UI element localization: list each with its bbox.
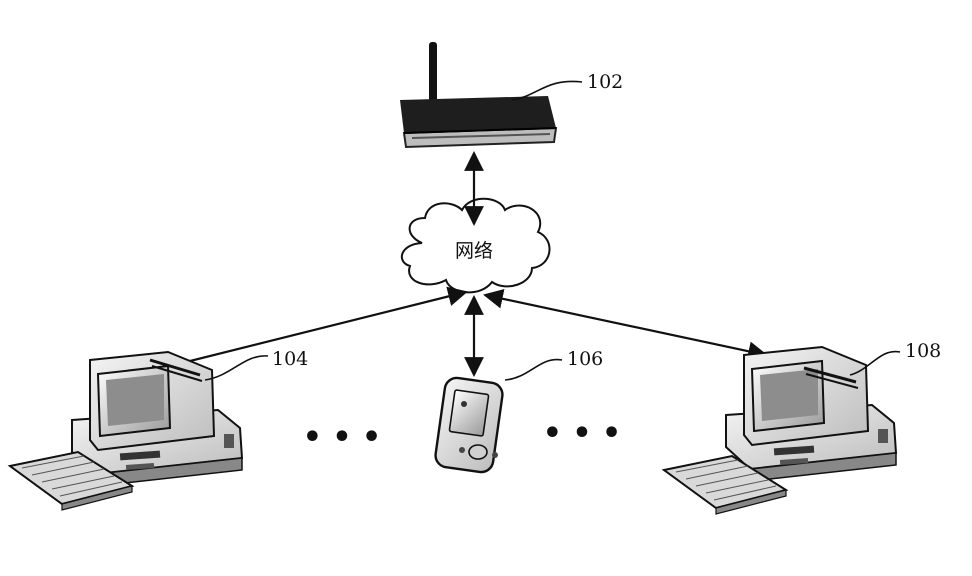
ellipsis-right: • • • (543, 416, 621, 451)
arrow-network-left-computer (156, 286, 468, 375)
label-104: 104 (272, 348, 308, 370)
network-label: 网络 (455, 240, 493, 262)
router-top (400, 96, 556, 133)
router-device (400, 42, 558, 149)
computer-right (661, 345, 898, 515)
arrow-network-right-computer (483, 289, 768, 361)
ellipsis-left: • • • (303, 420, 381, 455)
pda-device (434, 376, 504, 474)
label-102: 102 (587, 71, 623, 93)
computer-left (7, 350, 244, 511)
router-antenna (429, 42, 437, 104)
leader-lines (204, 80, 901, 381)
network-cloud: 网络 (400, 197, 551, 294)
connections (156, 151, 768, 377)
label-106: 106 (567, 348, 603, 370)
label-108: 108 (905, 340, 941, 362)
